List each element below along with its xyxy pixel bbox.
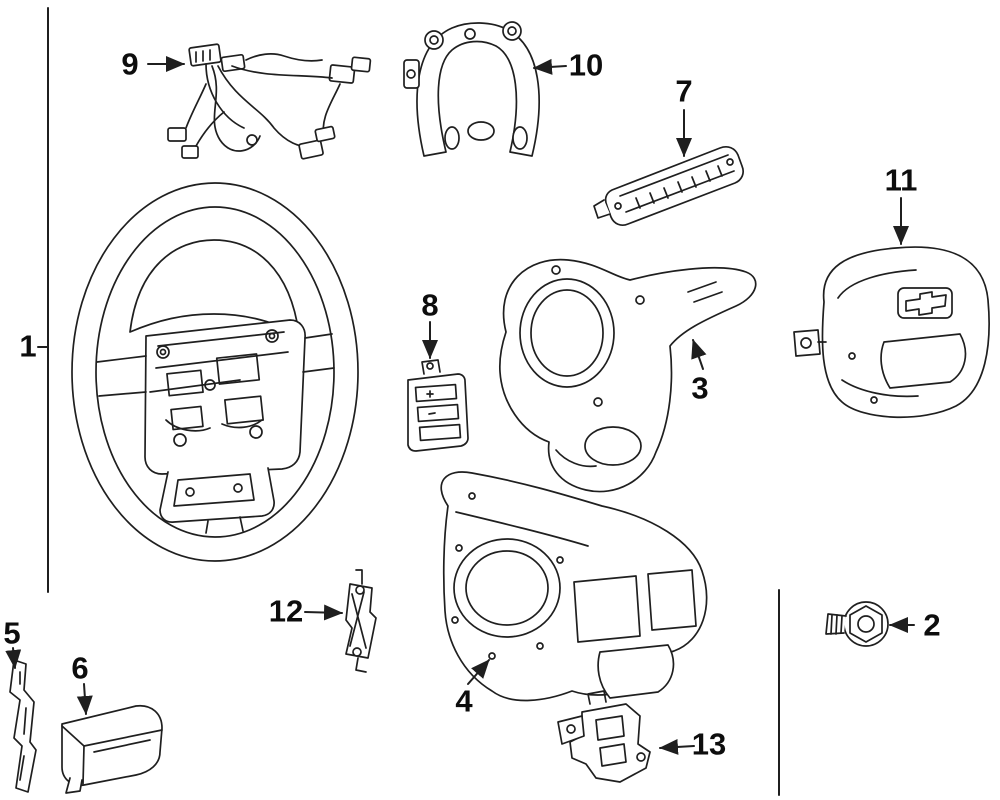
switch-drawing [407,359,469,452]
callout-13: 13 [691,726,727,762]
callout-1: 1 [19,328,37,364]
steering-wheel-drawing [71,182,359,562]
callout-11: 11 [884,162,918,198]
back-cover-drawing [498,258,757,493]
switch-assembly-drawing [593,145,745,227]
callout-10: 10 [568,47,604,83]
callout-6: 6 [71,650,89,686]
callout-2: 2 [923,607,941,643]
leader-lines [5,7,915,796]
callout-12: 12 [268,593,304,629]
damper-bracket-drawing [557,690,651,783]
wire-harness-drawing [167,43,372,160]
callout-8: 8 [421,287,439,323]
callout-9: 9 [121,46,139,82]
bolt-drawing [825,601,889,647]
callout-4: 4 [455,683,473,719]
lower-shroud-drawing [440,471,708,702]
callout-3: 3 [691,370,709,406]
airbag-module-drawing [793,246,990,419]
module-drawing [61,704,163,794]
small-bracket-drawing [345,569,377,673]
callout-7: 7 [675,73,693,109]
callout-5: 5 [3,615,21,651]
clip-drawing [9,659,37,793]
u-bracket-drawing [403,21,540,157]
